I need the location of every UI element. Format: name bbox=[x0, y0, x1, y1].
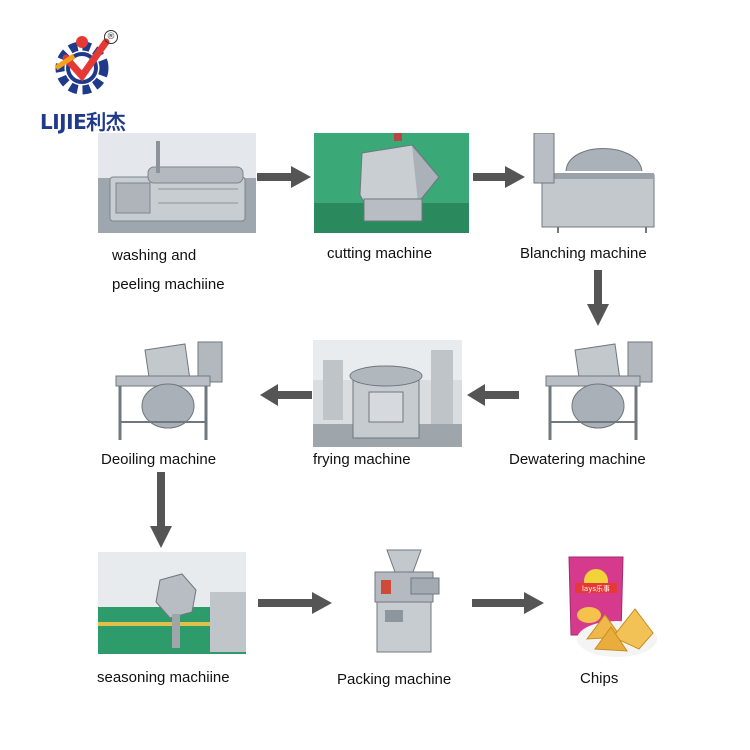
arrow-frying-to-deoiling bbox=[260, 384, 312, 406]
chips-bag-brand: lays乐事 bbox=[582, 584, 610, 593]
packing-machine-photo bbox=[365, 548, 443, 658]
arrow-seasoning-to-packing bbox=[258, 592, 332, 614]
step-label-dewatering: Dewatering machine bbox=[509, 451, 646, 468]
brand-logo: ® bbox=[40, 28, 130, 128]
arrow-washing-to-cutting bbox=[257, 166, 311, 188]
arrow-cutting-to-blanching bbox=[473, 166, 525, 188]
step-label-washing-line1: washing and bbox=[112, 247, 197, 264]
gear-person-logo-icon bbox=[54, 36, 110, 95]
arrow-packing-to-chips bbox=[472, 592, 544, 614]
arrow-blanching-to-dewatering bbox=[587, 270, 609, 326]
step-label-chips: Chips bbox=[580, 670, 619, 687]
step-label-packing: Packing machine bbox=[337, 671, 452, 688]
deoiling-machine-photo bbox=[110, 340, 225, 445]
dewatering-machine-photo bbox=[540, 340, 655, 445]
frying-machine-photo bbox=[313, 340, 462, 447]
seasoning-machine-photo bbox=[98, 552, 246, 654]
blanching-machine-photo bbox=[528, 133, 658, 233]
step-label-cutting: cutting machine bbox=[327, 245, 433, 262]
step-label-seasoning: seasoning machiine bbox=[97, 669, 230, 686]
arrow-deoiling-to-seasoning bbox=[150, 472, 172, 548]
registered-mark: ® bbox=[104, 30, 118, 44]
brand-text: LIJIE利杰 bbox=[40, 110, 126, 134]
arrow-dewatering-to-frying bbox=[467, 384, 519, 406]
step-label-washing-line2: peeling machiine bbox=[112, 276, 225, 293]
step-label-frying: frying machine bbox=[313, 451, 411, 468]
step-label-deoiling: Deoiling machine bbox=[101, 451, 217, 468]
step-label-blanching: Blanching machine bbox=[520, 245, 647, 262]
cutting-machine-photo bbox=[314, 133, 469, 233]
washing-peeling-machine-photo bbox=[98, 133, 256, 233]
potato-chips-photo: lays乐事 bbox=[565, 553, 665, 665]
